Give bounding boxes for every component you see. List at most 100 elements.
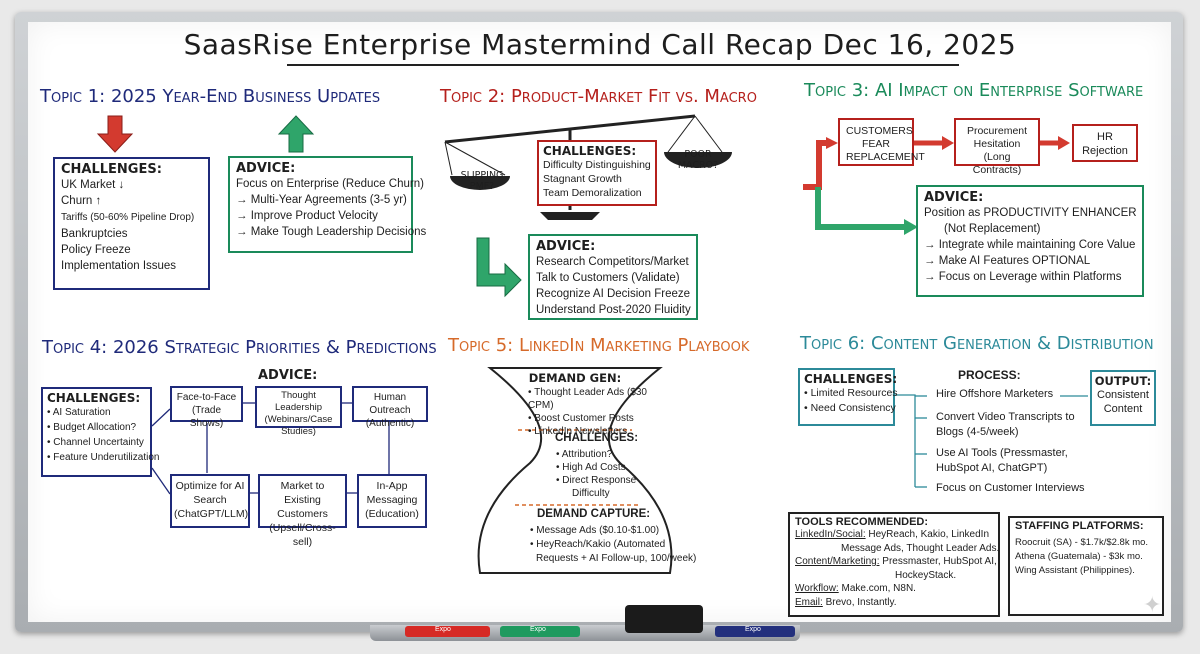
t1-advice-item: Focus on Enterprise (Reduce Churn) <box>236 178 424 190</box>
red-marker[interactable]: Expo <box>405 626 490 637</box>
t5-demand-gen: DEMAND GEN: <box>520 371 630 385</box>
t3-advice-item: (Not Replacement) <box>944 223 1041 235</box>
t1-advice-item: → Make Tough Leadership Decisions <box>236 226 427 238</box>
t4-challenges-head: CHALLENGES: <box>47 391 141 405</box>
t5-ch-item: • High Ad Costs <box>556 462 626 473</box>
t6-output-head: OUTPUT: <box>1094 374 1152 388</box>
tools-row-key: Content/Marketing: <box>795 556 880 567</box>
t6-challenges-box: CHALLENGES: • Limited Resources • Need C… <box>798 368 898 426</box>
t2-advice-item: Recognize AI Decision Freeze <box>536 288 691 300</box>
t4-face-box: Face-to-Face (Trade Shows) <box>170 386 243 429</box>
t1-challenge-item: Bankruptcies <box>61 228 128 240</box>
hourglass-shape <box>477 367 673 574</box>
staffing-item: Athena (Guatemala) - $3k mo. <box>1015 551 1143 562</box>
t5-ch-item: Difficulty <box>572 488 610 499</box>
t5-ch-list: • Attribution? • High Ad Costs • Direct … <box>556 448 656 500</box>
green-branch-arrow <box>815 187 906 230</box>
staffing-box: STAFFING PLATFORMS: Roocruit (SA) - $1.7… <box>1008 516 1164 616</box>
t5-cap-item: • Message Ads ($0.10-$1.00) <box>530 525 660 536</box>
t2-scale-right-label: POOR MACRO? <box>677 149 719 171</box>
t4-challenge-item: • AI Saturation <box>47 407 111 418</box>
topic-4-heading: Topic 4: 2026 Strategic Priorities & Pre… <box>42 337 437 358</box>
t3-advice-box: ADVICE: Position as PRODUCTIVITY ENHANCE… <box>916 185 1144 297</box>
t3-fear-box: CUSTOMERS FEAR REPLACEMENT <box>838 118 925 166</box>
t5-ch-item: • Attribution? <box>556 449 613 460</box>
t2-challenges-box: CHALLENGES: Difficulty Distinguishing St… <box>537 140 657 206</box>
t4-challenge-item: • Budget Allocation? <box>47 422 137 433</box>
tools-row-value: Brevo, Instantly. <box>825 596 897 608</box>
staffing-item: Roocruit (SA) - $1.7k/$2.8k mo. <box>1015 537 1149 548</box>
tools-row-value: HeyReach, Kakio, LinkedIn <box>868 529 990 540</box>
t5-gen-list: • Thought Leader Ads ($30 CPM) • Boost C… <box>528 386 648 438</box>
tools-box: TOOLS RECOMMENDED: LinkedIn/Social: HeyR… <box>788 512 1000 617</box>
t3-procurement-box: Procurement Hesitation (Long Contracts) <box>954 118 1040 176</box>
sparkle-icon: ✦ <box>1143 592 1162 617</box>
t2-advice-item: Research Competitors/Market <box>536 256 689 268</box>
t6-output-text: Consistent Content <box>1097 389 1149 415</box>
t1-challenges-box: CHALLENGES: UK Market ↓ Churn ↑ Tariffs … <box>53 157 210 290</box>
t3-hr-box: HR Rejection <box>1072 124 1138 162</box>
green-marker[interactable]: Expo <box>500 626 580 637</box>
board-eraser[interactable] <box>625 605 703 633</box>
t4-challenge-item: • Feature Underutilization <box>47 452 160 463</box>
t5-ch-head: CHALLENGES: <box>555 432 639 444</box>
tools-row-key: Workflow: <box>795 583 839 594</box>
t6-challenges-head: CHALLENGES: <box>804 372 898 386</box>
t2-challenge-item: Stagnant Growth <box>543 173 622 185</box>
blue-marker[interactable]: Expo <box>715 626 795 637</box>
t2-challenges-head: CHALLENGES: <box>543 144 637 158</box>
t5-gen-item: • Boost Customer Posts <box>528 413 634 424</box>
tools-row-key: Email: <box>795 596 823 608</box>
t3-advice-item: → Focus on Leverage within Platforms <box>924 271 1122 283</box>
topic-1-heading: Topic 1: 2025 Year-End Business Updates <box>40 86 381 107</box>
down-arrow-icon <box>96 115 134 153</box>
elbow-arrow-icon <box>476 237 522 298</box>
t6-challenge-item: • Need Consistency <box>804 402 896 414</box>
t5-gen-head: DEMAND GEN: <box>528 371 622 385</box>
t1-challenge-item: Tariffs (50-60% Pipeline Drop) <box>61 212 195 223</box>
marker-label: Expo <box>530 626 546 633</box>
t4-optimize-box: Optimize for AI Search (ChatGPT/LLM) <box>170 474 250 528</box>
t2-advice-item: Understand Post-2020 Fluidity <box>536 304 691 316</box>
marker-label: Expo <box>435 626 451 633</box>
t2-advice-box: ADVICE: Research Competitors/Market Talk… <box>528 234 698 320</box>
t1-advice-box: ADVICE: Focus on Enterprise (Reduce Chur… <box>228 156 427 253</box>
t6-process-item: Focus on Customer Interviews <box>936 482 1085 494</box>
t4-connectors <box>151 402 390 495</box>
t5-cap-head: DEMAND CAPTURE: <box>537 508 651 520</box>
title-underline <box>287 64 959 66</box>
t6-process-item: Hire Offshore Marketers <box>936 388 1054 400</box>
t3-advice-item: → Make AI Features OPTIONAL <box>924 255 1091 267</box>
staffing-head: STAFFING PLATFORMS: <box>1015 520 1144 532</box>
t3-advice-item: → Integrate while maintaining Core Value <box>924 239 1136 251</box>
red-branch-arrow <box>803 140 829 190</box>
t1-advice-item: → Improve Product Velocity <box>236 210 378 222</box>
topic-5-heading: Topic 5: LinkedIn Marketing Playbook <box>448 335 750 356</box>
t4-inapp-box: In-App Messaging (Education) <box>357 474 427 528</box>
t6-connectors <box>895 394 1088 488</box>
marker-label: Expo <box>745 626 761 633</box>
t4-advice-label: ADVICE: <box>258 368 318 383</box>
t2-scale-left-label: SLIPPING PMF? <box>460 170 504 192</box>
t3-advice-item: Position as PRODUCTIVITY ENHANCER <box>924 207 1137 219</box>
t6-process-item: Convert Video Transcripts to Blogs (4-5/… <box>936 411 1075 438</box>
t5-cap-item: • HeyReach/Kakio (Automated <box>530 539 666 550</box>
t5-cap-item: Requests + AI Follow-up, 100/week) <box>536 553 697 564</box>
topic-6-heading: Topic 6: Content Generation & Distributi… <box>800 333 1154 354</box>
topic-3-heading: Topic 3: AI Impact on Enterprise Softwar… <box>804 80 1144 101</box>
t2-challenge-item: Difficulty Distinguishing <box>543 159 651 171</box>
t1-challenge-item: Policy Freeze <box>61 244 131 256</box>
t1-advice-head: ADVICE: <box>236 161 296 176</box>
topic-2-heading: Topic 2: Product-Market Fit vs. Macro <box>440 86 757 107</box>
t1-challenge-item: Churn ↑ <box>61 195 102 207</box>
t1-challenges-head: CHALLENGES: <box>61 162 162 177</box>
up-arrow-icon <box>277 115 315 153</box>
board-title: SaasRise Enterprise Mastermind Call Reca… <box>183 28 1017 61</box>
t2-advice-head: ADVICE: <box>536 239 596 254</box>
tools-row-key: LinkedIn/Social: <box>795 529 866 540</box>
t1-challenge-item: UK Market ↓ <box>61 179 125 191</box>
staffing-item: Wing Assistant (Philippines). <box>1015 565 1135 576</box>
t2-advice-item: Talk to Customers (Validate) <box>536 272 680 284</box>
t6-output-box: OUTPUT: Consistent Content <box>1090 370 1156 426</box>
t3-advice-head: ADVICE: <box>924 190 984 205</box>
